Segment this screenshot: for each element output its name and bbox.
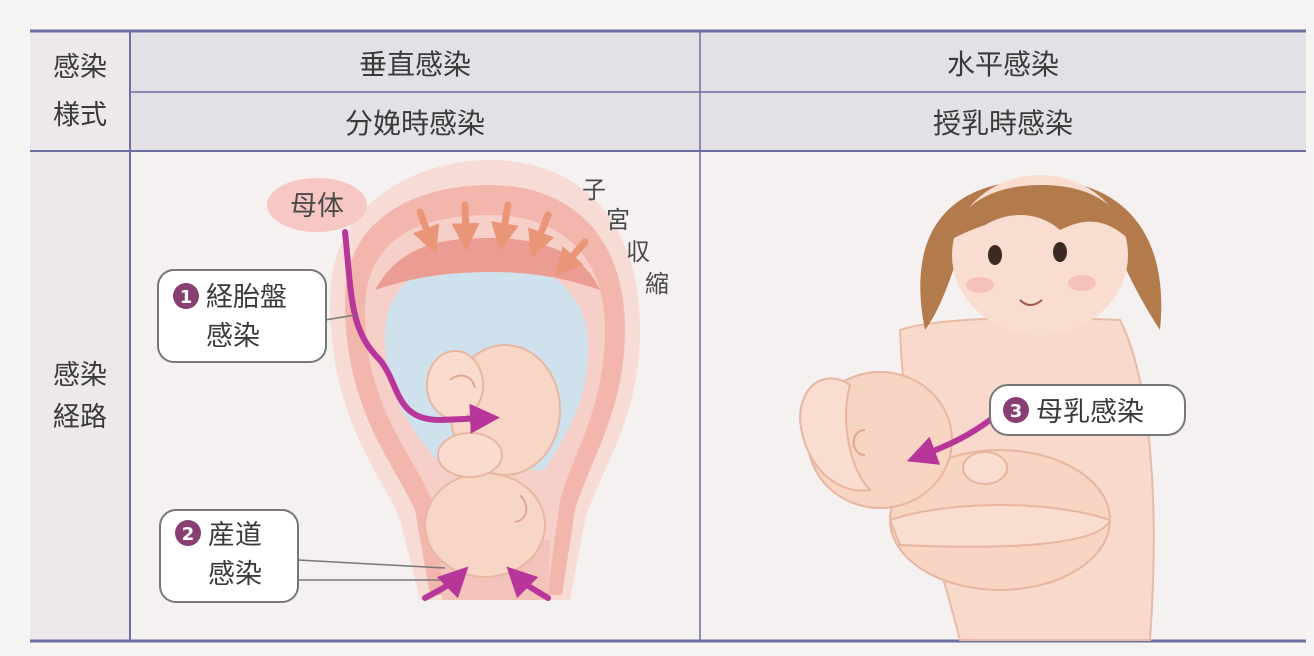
mother-eye-left	[988, 245, 1002, 265]
contraction-arrow-1	[412, 208, 440, 255]
contraction-arrow-5	[554, 238, 589, 277]
column-subheader-delivery: 分娩時感染	[345, 107, 485, 140]
marker-2-icon	[175, 520, 201, 546]
callout-transplacental: 1 経胎盤 感染	[157, 269, 356, 363]
marker-1-number: 1	[180, 287, 193, 308]
fetus-illustration	[424, 344, 561, 578]
row-header-mode-line1: 感染	[53, 52, 107, 83]
mother-label: 母体	[290, 191, 344, 222]
row-header-route-line1: 感染	[53, 360, 107, 391]
callout-1-line2: 感染	[206, 321, 260, 352]
mother-bubble: 母体	[267, 178, 367, 232]
marker-3-number: 3	[1010, 401, 1023, 422]
marker-3-icon	[1003, 397, 1029, 423]
transplacental-arrow	[342, 229, 500, 434]
birth-canal-arrow-right	[506, 566, 551, 601]
uterus-contraction-char: 縮	[645, 270, 669, 298]
callout-breastmilk: 3 母乳感染	[989, 384, 1186, 436]
callout-birth-canal: 2 産道 感染	[159, 509, 446, 603]
column-header-vertical: 垂直感染	[359, 48, 471, 81]
contraction-arrow-3	[491, 201, 519, 252]
callout-3-text: 母乳感染	[1036, 397, 1144, 428]
mother-eye-right	[1053, 242, 1067, 262]
column-subheader-breastfeeding: 授乳時感染	[933, 107, 1073, 140]
baby-illustration	[798, 371, 1112, 591]
callout-2-line2: 感染	[208, 559, 262, 590]
svg-text:子宮収縮: 子宮収縮	[582, 176, 669, 298]
marker-2-number: 2	[182, 524, 195, 545]
birth-canal-arrow-left	[422, 566, 469, 601]
uterus-contraction-char: 子	[582, 176, 606, 204]
uterus-contraction-label: 子宮収縮	[582, 176, 669, 298]
callout-2-line1: 産道	[208, 520, 262, 551]
column-header-horizontal: 水平感染	[947, 48, 1059, 81]
marker-1-icon	[173, 283, 199, 309]
contraction-arrow-2	[451, 201, 480, 252]
row-header-mode-line2: 様式	[53, 100, 107, 131]
breastmilk-arrow	[906, 417, 993, 465]
row-header-route-line2: 経路	[53, 402, 107, 433]
callout-1-line1: 経胎盤	[206, 282, 287, 313]
contraction-arrows	[412, 201, 589, 277]
uterus-contraction-char: 収	[626, 238, 650, 266]
uterus-contraction-char: 宮	[606, 206, 630, 234]
contraction-arrow-4	[528, 211, 555, 259]
